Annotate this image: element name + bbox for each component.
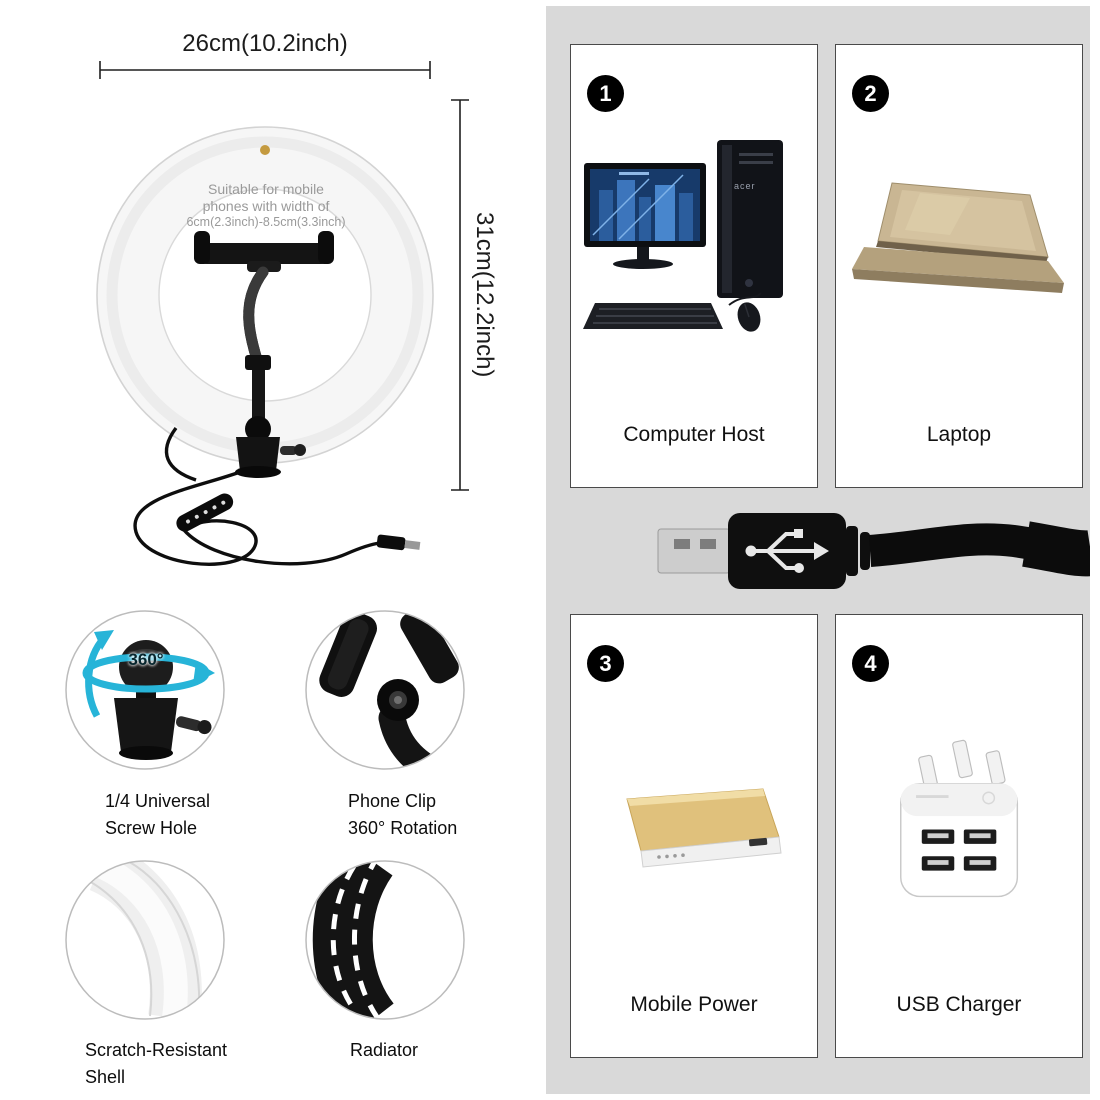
usb-charger-image <box>900 739 1019 898</box>
accessory-label-usb-charger: USB Charger <box>896 993 1022 1016</box>
accessory-label-computer-host: Computer Host <box>623 423 765 446</box>
power-bank-image <box>626 788 782 868</box>
computer-host-image <box>583 140 783 332</box>
usb-plug-icon <box>376 534 421 551</box>
accessory-card-computer-host: 1 <box>570 44 818 488</box>
phone-clip-image <box>319 611 462 769</box>
dimension-height-label: 31cm(12.2inch) <box>471 212 498 378</box>
computer-brand-label: acer <box>734 181 756 191</box>
accessory-card-usb-charger: 4 USB Charger <box>835 614 1083 1058</box>
callout-label-screw-hole: 1/4 Universal Screw Hole <box>105 791 211 838</box>
accessory-card-mobile-power: 3 Mobile Power <box>570 614 818 1058</box>
callout-label-radiator: Radiator <box>350 1040 419 1060</box>
ball-head-image <box>82 630 215 760</box>
radiator-image <box>306 861 464 1019</box>
ring-note-line1: Suitable for mobile <box>208 181 324 197</box>
item-number-badge: 1 <box>587 75 624 112</box>
item-number-badge: 4 <box>852 645 889 682</box>
callout-label-shell: Scratch-Resistant Shell <box>85 1040 228 1087</box>
accessories-panel: 1 <box>546 6 1090 1094</box>
ring-note: Suitable for mobile phones with width of… <box>155 181 377 231</box>
screw-dot <box>260 145 270 155</box>
ring-light-illustration <box>65 61 469 1020</box>
dimension-lines <box>99 61 469 491</box>
item-number-badge: 2 <box>852 75 889 112</box>
ring-note-line3: 6cm(2.3inch)-8.5cm(3.3inch) <box>186 215 346 229</box>
ring-note-line2: phones with width of <box>202 197 330 214</box>
dimension-width-label: 26cm(10.2inch) <box>182 30 348 57</box>
accessory-label-laptop: Laptop <box>926 423 992 446</box>
accessory-card-laptop: 2 Laptop <box>835 44 1083 488</box>
accessory-label-mobile-power: Mobile Power <box>630 993 758 1016</box>
callout-circle-outlines <box>65 610 465 1020</box>
rotation-360-badge: 360° <box>128 650 164 669</box>
phone-clip-assembly <box>194 231 334 478</box>
usb-cable-image <box>657 513 1090 589</box>
item-number-badge: 3 <box>587 645 624 682</box>
power-cable <box>133 426 381 566</box>
shell-image <box>66 861 224 1019</box>
laptop-image <box>852 182 1064 293</box>
inline-remote-controller <box>176 493 234 532</box>
callout-label-phone-clip: Phone Clip 360° Rotation <box>348 791 458 838</box>
